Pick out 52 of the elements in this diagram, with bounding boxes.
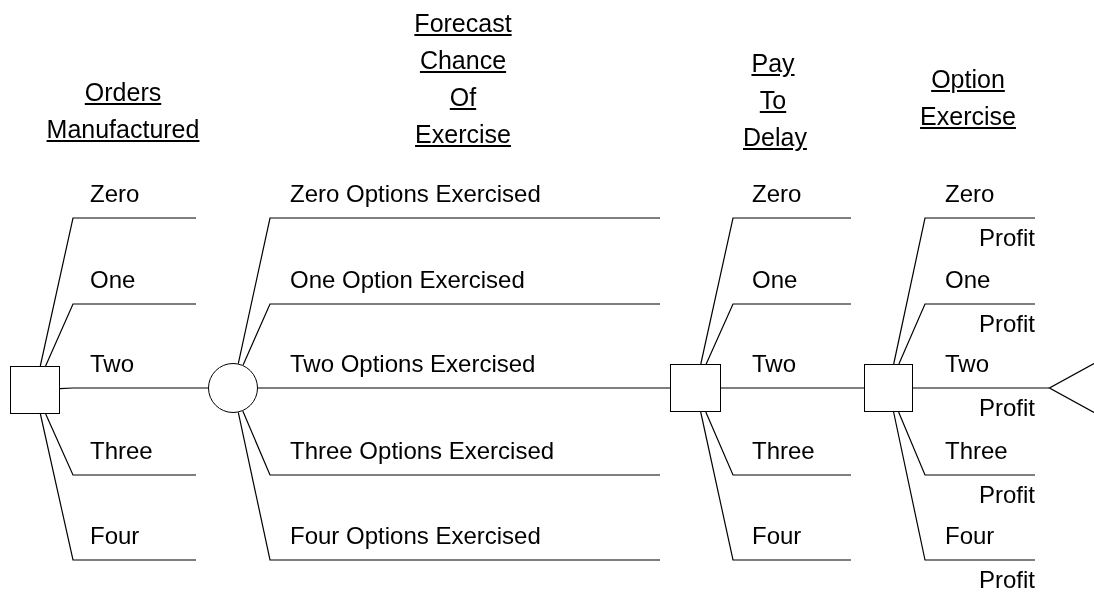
column-heading: Forecast Chance Of Exercise	[413, 8, 513, 150]
branch-label: Three	[945, 437, 1008, 465]
column-heading: Option Exercise	[919, 64, 1017, 132]
branch-label: One	[90, 266, 136, 294]
branch-label: Zero	[945, 180, 995, 208]
decision-square	[864, 364, 913, 412]
branch-line	[237, 411, 661, 561]
branch-label: One	[945, 266, 991, 294]
branch-line	[39, 413, 197, 561]
branch-label: Zero	[752, 180, 802, 208]
branch-label: Two	[752, 350, 796, 378]
branch-line	[898, 411, 1036, 476]
decision-square	[10, 366, 60, 414]
branch-label: Zero	[90, 180, 140, 208]
branch-line	[242, 410, 661, 476]
branch-line	[257, 387, 671, 389]
branch-line	[705, 411, 852, 476]
branch-line	[898, 303, 1036, 365]
branch-line	[893, 411, 1036, 561]
branch-line	[720, 387, 865, 389]
decision-square	[670, 364, 721, 412]
branch-line	[45, 413, 197, 476]
branch-label: Four	[90, 522, 140, 550]
branch-label: Four	[945, 522, 995, 550]
outcome-label: Profit	[979, 394, 1035, 422]
branch-label: Two Options Exercised	[290, 350, 536, 378]
branch-label: Zero Options Exercised	[290, 180, 541, 208]
branch-line	[59, 387, 209, 390]
branch-label: Two	[90, 350, 134, 378]
branch-line	[705, 303, 852, 365]
branch-label: Four Options Exercised	[290, 522, 541, 550]
branch-line	[700, 411, 852, 561]
outcome-label: Profit	[979, 224, 1035, 252]
outcome-label: Profit	[979, 566, 1035, 594]
outcome-label: Profit	[979, 310, 1035, 338]
branch-line	[242, 303, 661, 366]
branch-line	[700, 217, 852, 365]
branch-label: One	[752, 266, 798, 294]
branch-line	[39, 217, 197, 367]
branch-label: Two	[945, 350, 989, 378]
branch-label: Four	[752, 522, 802, 550]
branch-label: Three Options Exercised	[290, 437, 555, 465]
branch-label: Three	[90, 437, 153, 465]
branch-line	[45, 303, 197, 367]
outcome-label: Profit	[979, 481, 1035, 509]
branch-label: One Option Exercised	[290, 266, 525, 294]
column-heading: Orders Manufactured	[45, 77, 201, 145]
branch-line	[912, 387, 1050, 389]
branch-label: Three	[752, 437, 815, 465]
chance-circle	[208, 363, 258, 413]
branch-line	[893, 217, 1036, 365]
branch-line	[237, 217, 661, 365]
